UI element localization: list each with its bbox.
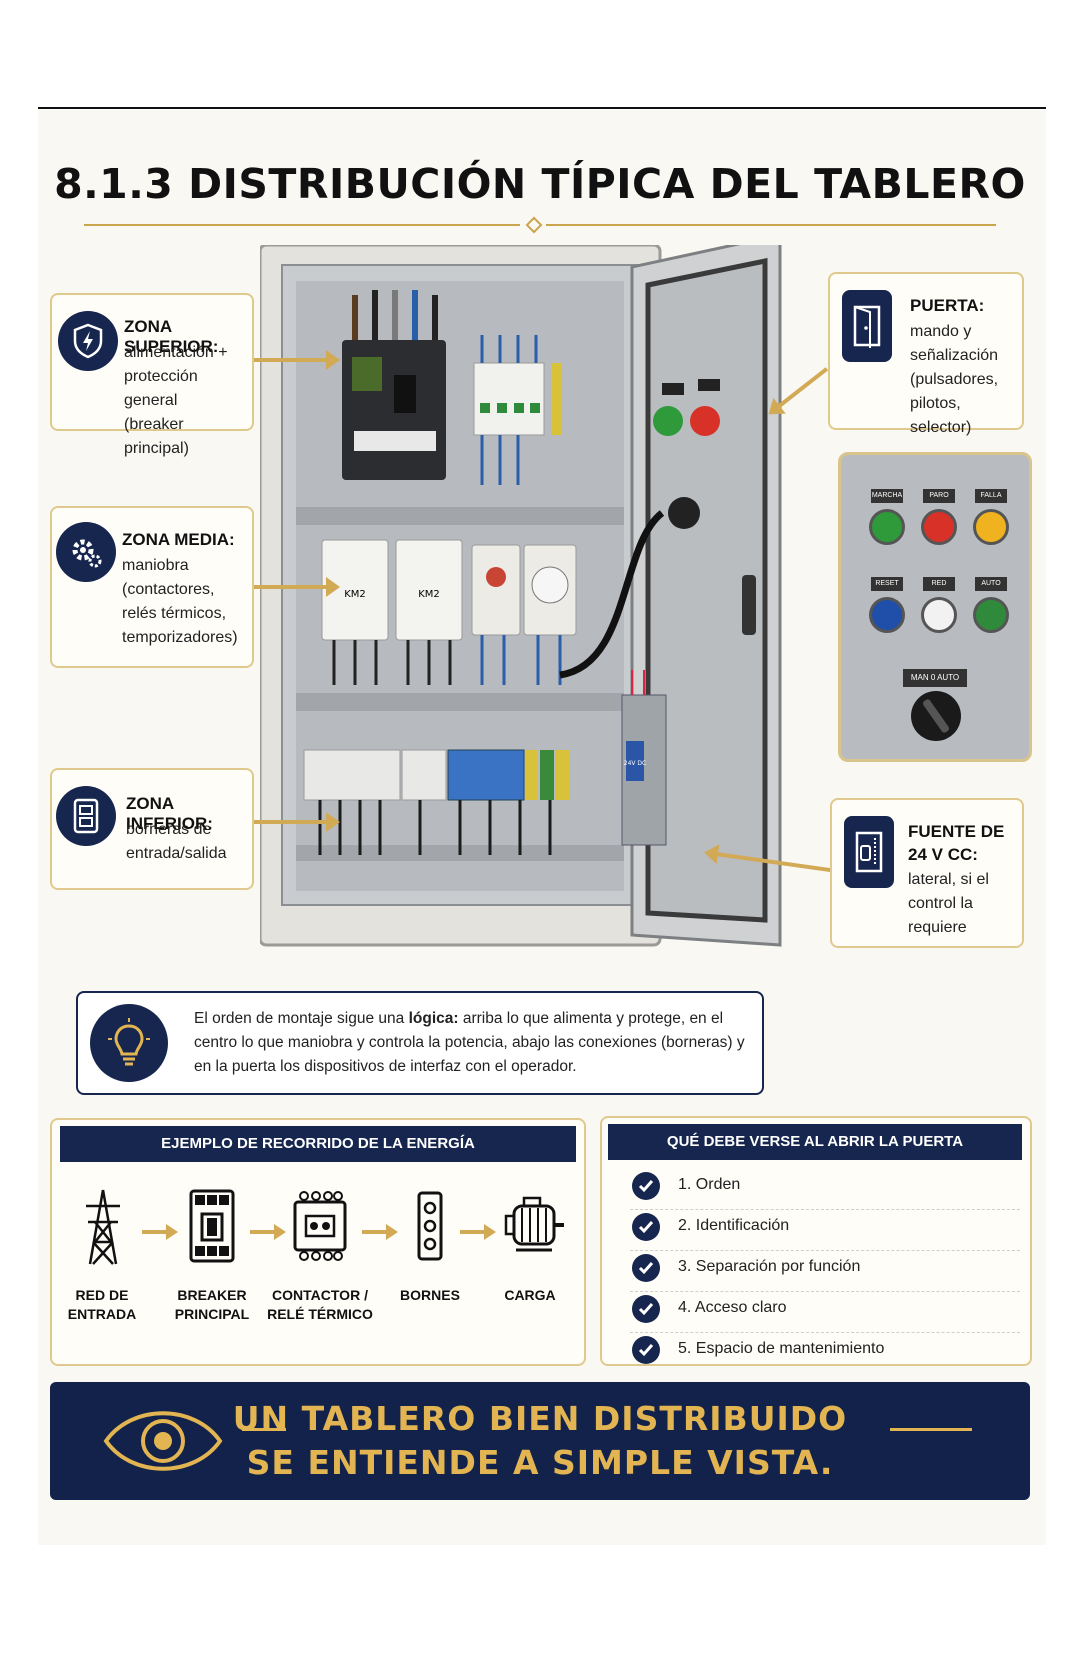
lightbulb-icon xyxy=(90,1004,168,1082)
tip-text: El orden de montaje sigue una lógica: ar… xyxy=(194,1010,745,1075)
check-icon xyxy=(632,1336,660,1364)
contactor-label-1: KM2 xyxy=(344,589,366,600)
callout-zona-superior: ZONA SUPERIOR: alimentación +protección … xyxy=(50,293,254,457)
flow-label-contactor: CONTACTOR /RELÉ TÉRMICO xyxy=(267,1287,373,1322)
pushbutton-marcha[interactable]: MARCHA xyxy=(863,489,911,545)
checklist-item: 4. Acceso claro xyxy=(630,1291,1020,1333)
contactor-icon xyxy=(293,1191,347,1261)
contactor-label-2: KM2 xyxy=(418,589,440,600)
flow-arrow-2 xyxy=(250,1224,286,1240)
pushbutton-paro[interactable]: PARO xyxy=(915,489,963,545)
banner-line-2: SE ENTIENDE A SIMPLE VISTA. xyxy=(246,1443,834,1482)
banner-line-right xyxy=(890,1428,972,1431)
flow-arrow-4 xyxy=(460,1224,496,1240)
title-underline-left xyxy=(84,224,520,226)
check-icon xyxy=(632,1254,660,1282)
zona-media-title: ZONA MEDIA: xyxy=(122,530,235,549)
zona-superior-text: alimentación +protección general(breaker… xyxy=(124,344,228,457)
door-control-panel: MARCHA PARO FALLA RESET RED AUTO MAN 0 A… xyxy=(838,452,1032,762)
power-supply-icon xyxy=(844,816,894,888)
shield-bolt-icon xyxy=(58,311,118,371)
motor-icon xyxy=(504,1196,564,1252)
selector-switch[interactable] xyxy=(911,691,961,741)
zona-media-text: maniobra(contactores,relés térmicos,temp… xyxy=(122,557,238,646)
banner-line-1: UN TABLERO BIEN DISTRIBUIDO xyxy=(232,1399,848,1438)
breaker-icon xyxy=(189,1189,235,1263)
pilot-light-red: RED xyxy=(915,577,963,633)
callout-zona-media: ZONA MEDIA: maniobra(contactores,relés t… xyxy=(50,506,254,668)
terminal-block-icon xyxy=(56,786,116,846)
checklist-header: QUÉ DEBE VERSE AL ABRIR LA PUERTA xyxy=(608,1124,1022,1160)
checklist-item: 5. Espacio de mantenimiento xyxy=(630,1332,1020,1373)
door-icon xyxy=(842,290,892,362)
check-icon xyxy=(632,1213,660,1241)
eye-icon xyxy=(103,1411,223,1471)
check-icon xyxy=(632,1172,660,1200)
terminal-icon xyxy=(417,1191,443,1261)
pilot-light-falla: FALLA xyxy=(967,489,1015,545)
power-supply-label: 24V DC xyxy=(624,760,646,767)
flow-label-bornes: BORNES xyxy=(400,1287,460,1303)
flow-arrow-1 xyxy=(142,1224,178,1240)
tip-box: El orden de montaje sigue una lógica: ar… xyxy=(76,991,764,1095)
zona-superior-title: ZONA SUPERIOR: xyxy=(124,317,219,356)
banner-line-left xyxy=(242,1428,286,1431)
check-icon xyxy=(632,1295,660,1323)
top-rule xyxy=(38,107,1046,109)
arrow-zona-inferior xyxy=(250,812,340,832)
transmission-tower-icon xyxy=(86,1189,120,1265)
arrow-zona-media xyxy=(250,577,340,597)
flow-arrow-3 xyxy=(362,1224,398,1240)
selector-label: MAN 0 AUTO xyxy=(903,669,967,687)
page-title: 8.1.3 DISTRIBUCIÓN TÍPICA DEL TABLERO xyxy=(54,160,1026,208)
zona-inferior-title: ZONA INFERIOR: xyxy=(126,794,213,833)
flow-label-carga: CARGA xyxy=(504,1287,556,1303)
arrow-zona-superior xyxy=(250,350,340,370)
energy-path-header: EJEMPLO DE RECORRIDO DE LA ENERGÍA xyxy=(60,1126,576,1162)
pushbutton-reset[interactable]: RESET xyxy=(863,577,911,633)
gears-icon xyxy=(56,522,116,582)
checklist-item: 2. Identificación xyxy=(630,1209,1020,1251)
electrical-cabinet-illustration: KM2 KM2 24V DC xyxy=(260,245,782,947)
puerta-title: PUERTA: xyxy=(910,296,985,315)
footer-banner: UN TABLERO BIEN DISTRIBUIDO SE ENTIENDE … xyxy=(50,1382,1030,1500)
title-underline-right xyxy=(546,224,996,226)
checklist-item: 1. Orden xyxy=(630,1168,1020,1210)
checklist-item: 3. Separación por función xyxy=(630,1250,1020,1292)
pilot-light-auto: AUTO xyxy=(967,577,1015,633)
